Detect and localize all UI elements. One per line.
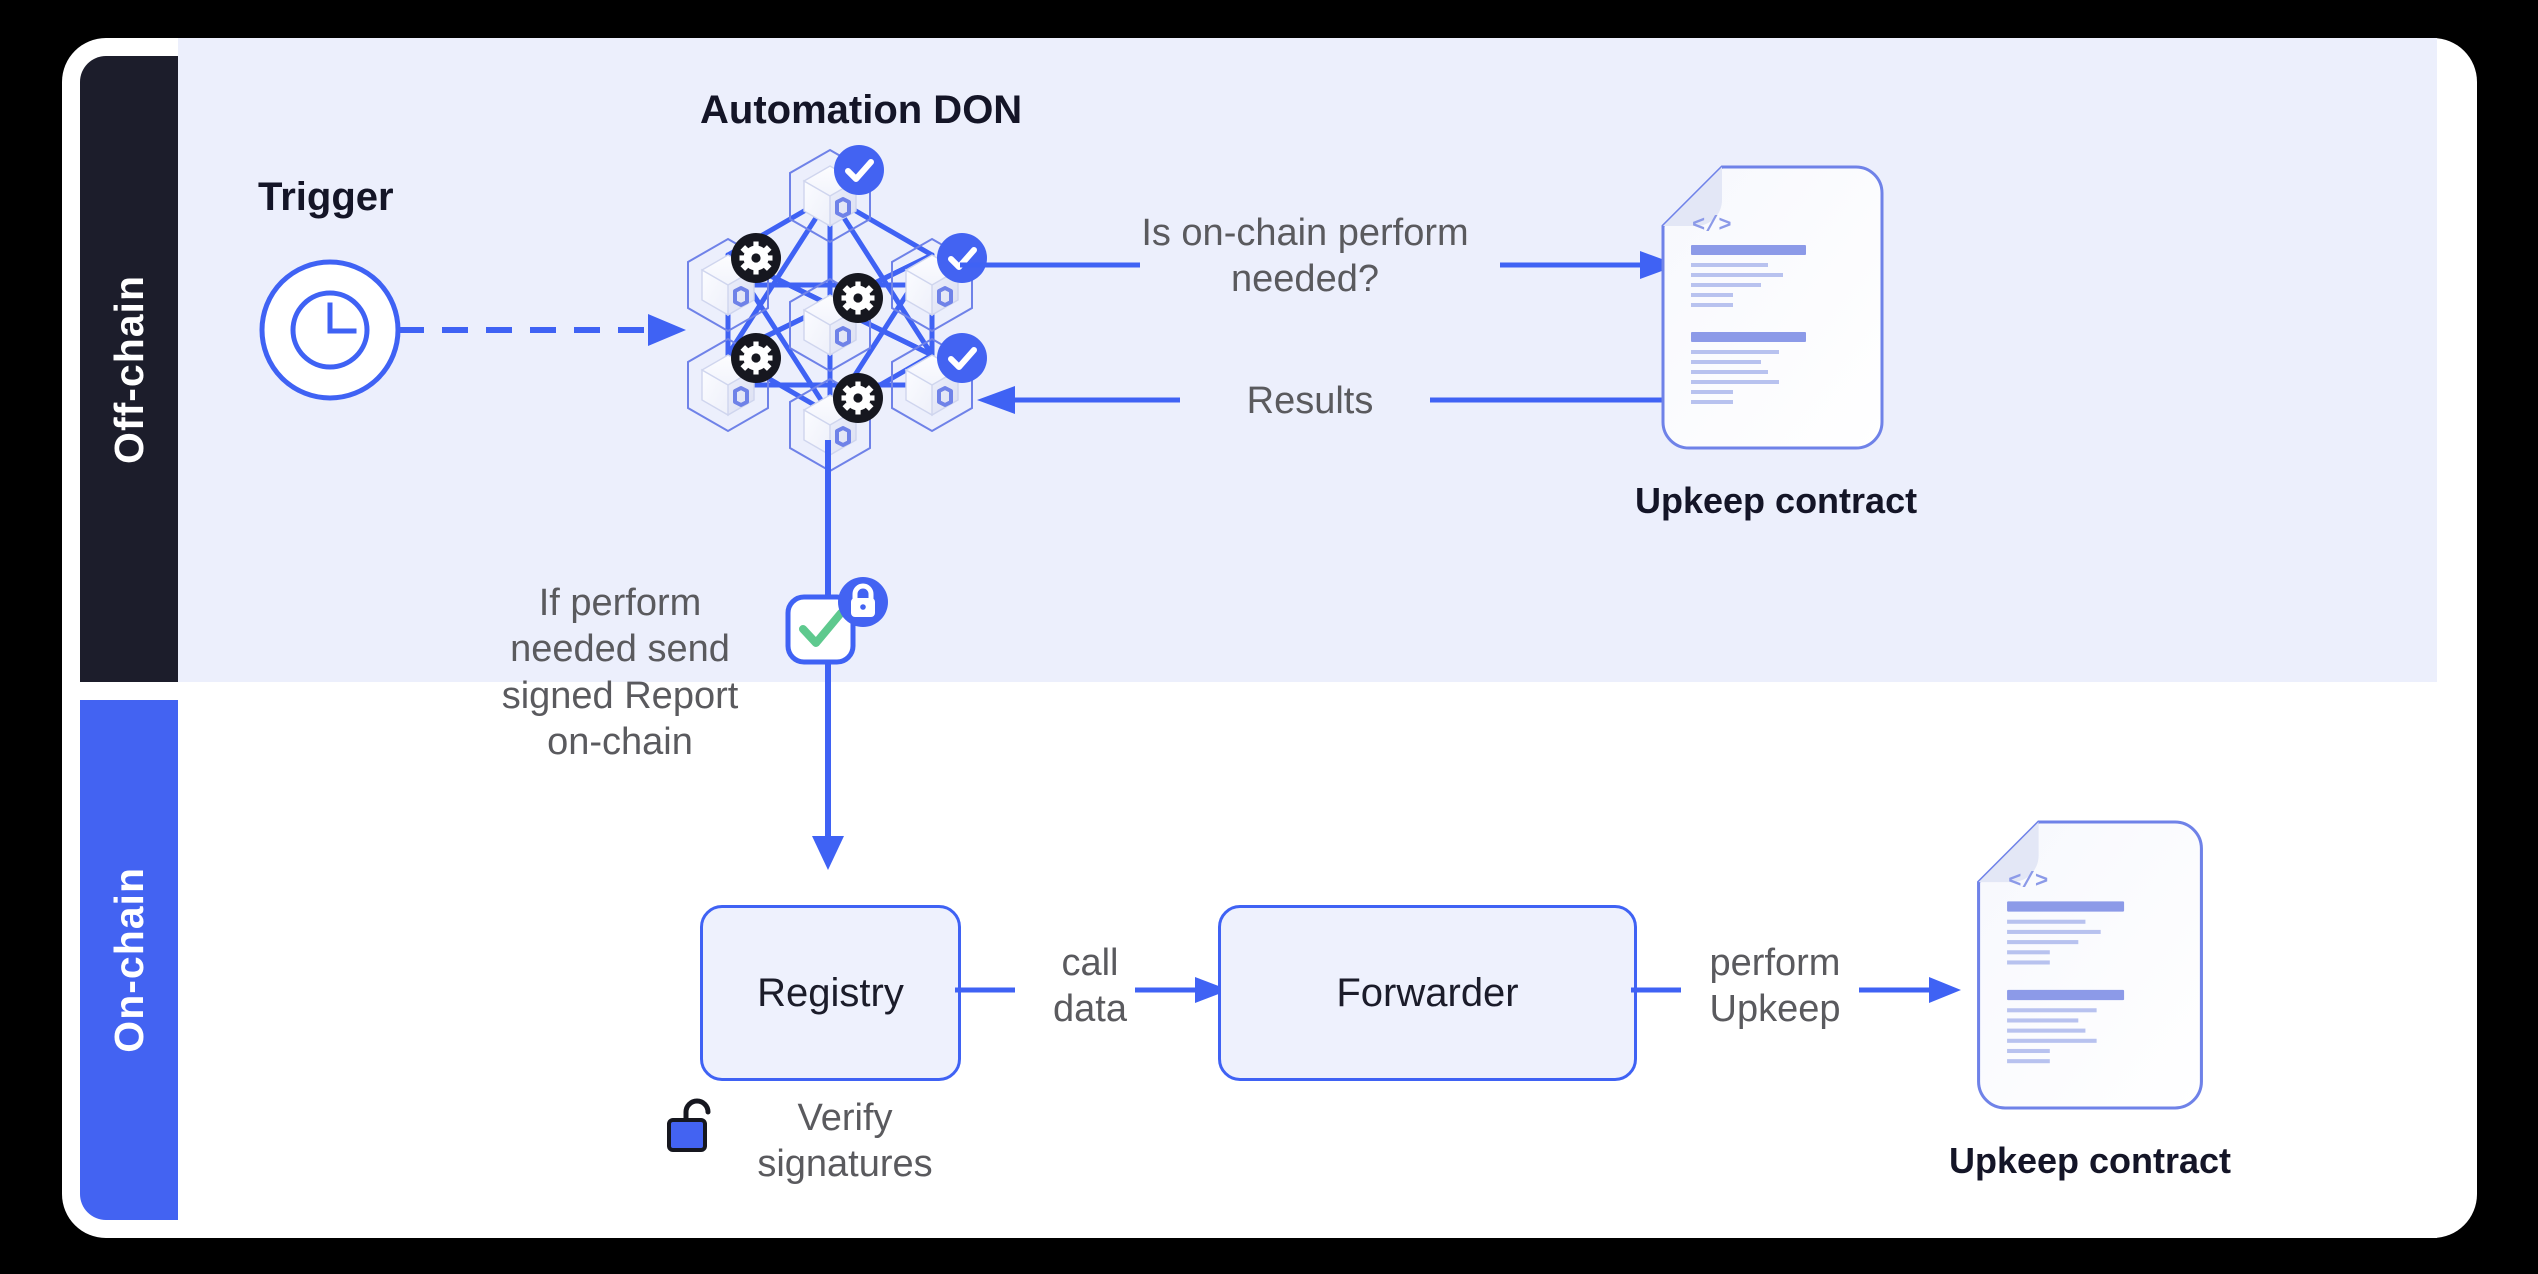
svg-text:</>: </> <box>2008 868 2048 894</box>
query-label: Is on-chain perform needed? <box>1141 212 1469 301</box>
results-connector <box>977 386 1665 414</box>
trigger-to-don-arrow <box>398 314 686 346</box>
check-icon <box>834 145 884 195</box>
rail-onchain: On-chain <box>80 700 178 1220</box>
query-connector <box>960 251 1678 279</box>
clock-icon <box>259 259 401 401</box>
registry-to-forwarder-connector <box>955 977 1229 1003</box>
signed-report-label: If perform needed send signed Report on-… <box>501 582 739 764</box>
upkeep-contract-label-top: Upkeep contract <box>1635 480 1918 521</box>
gear-icon <box>731 233 781 283</box>
don-title: Automation DON <box>700 88 1023 132</box>
rail-onchain-label: On-chain <box>105 867 152 1053</box>
lock-closed-icon <box>838 577 888 627</box>
verify-signatures-label: Verify signatures <box>757 1097 933 1186</box>
trigger-label: Trigger <box>258 175 394 219</box>
lock-open-icon <box>667 1098 711 1152</box>
offchain-panel <box>178 38 2437 682</box>
upkeep-contract-document-icon: </> <box>1661 165 1884 450</box>
registry-box[interactable]: Registry <box>700 905 961 1081</box>
svg-text:</>: </> <box>1692 213 1732 238</box>
call-data-label: call data <box>1053 942 1127 1031</box>
rail-offchain: Off-chain <box>80 56 178 682</box>
rail-offchain-label: Off-chain <box>105 274 152 464</box>
results-label: Results <box>1246 380 1374 422</box>
registry-label: Registry <box>757 970 904 1015</box>
forwarder-to-contract-connector <box>1631 977 1961 1003</box>
check-icon <box>937 333 987 383</box>
forwarder-box[interactable]: Forwarder <box>1218 905 1637 1081</box>
gear-icon <box>833 273 883 323</box>
signed-report-icon <box>785 577 888 665</box>
gear-icon <box>833 373 883 423</box>
perform-upkeep-label: perform Upkeep <box>1709 942 1841 1031</box>
gear-icon <box>731 333 781 383</box>
automation-don-network <box>686 140 1000 473</box>
forwarder-label: Forwarder <box>1336 970 1519 1015</box>
upkeep-contract-document-icon: </> <box>1977 820 2203 1110</box>
upkeep-contract-label-bottom: Upkeep contract <box>1948 1140 2232 1181</box>
